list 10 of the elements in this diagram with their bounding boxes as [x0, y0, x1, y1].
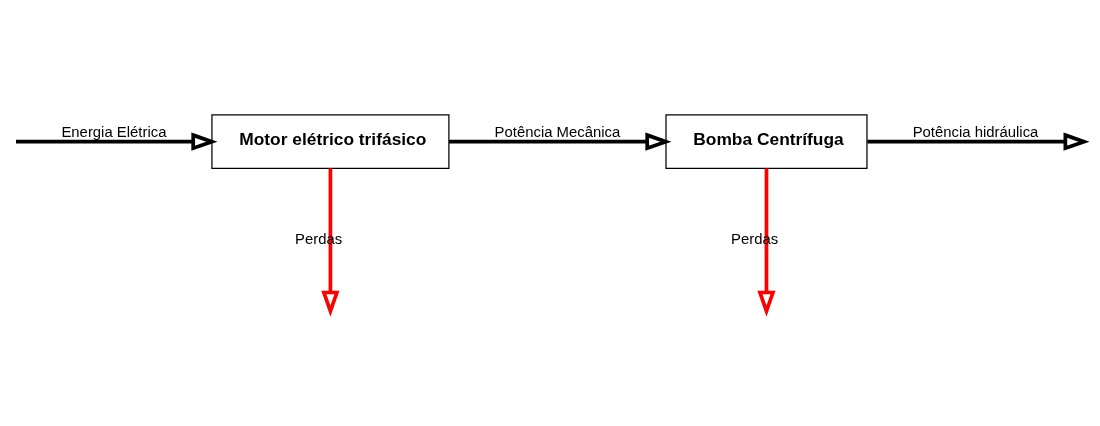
edge-label: Potência hidráulica [912, 123, 1039, 140]
arrow [16, 132, 218, 151]
node-box: Bomba Centrífuga [665, 113, 868, 169]
arrow [867, 132, 1090, 151]
node-box: Motor elétrico trifásico [211, 113, 450, 169]
arrow [321, 168, 340, 317]
arrow [449, 132, 672, 151]
arrow [757, 168, 776, 317]
edge-label: Energia Elétrica [61, 123, 167, 140]
edge-label: Potência Mecânica [494, 123, 621, 140]
